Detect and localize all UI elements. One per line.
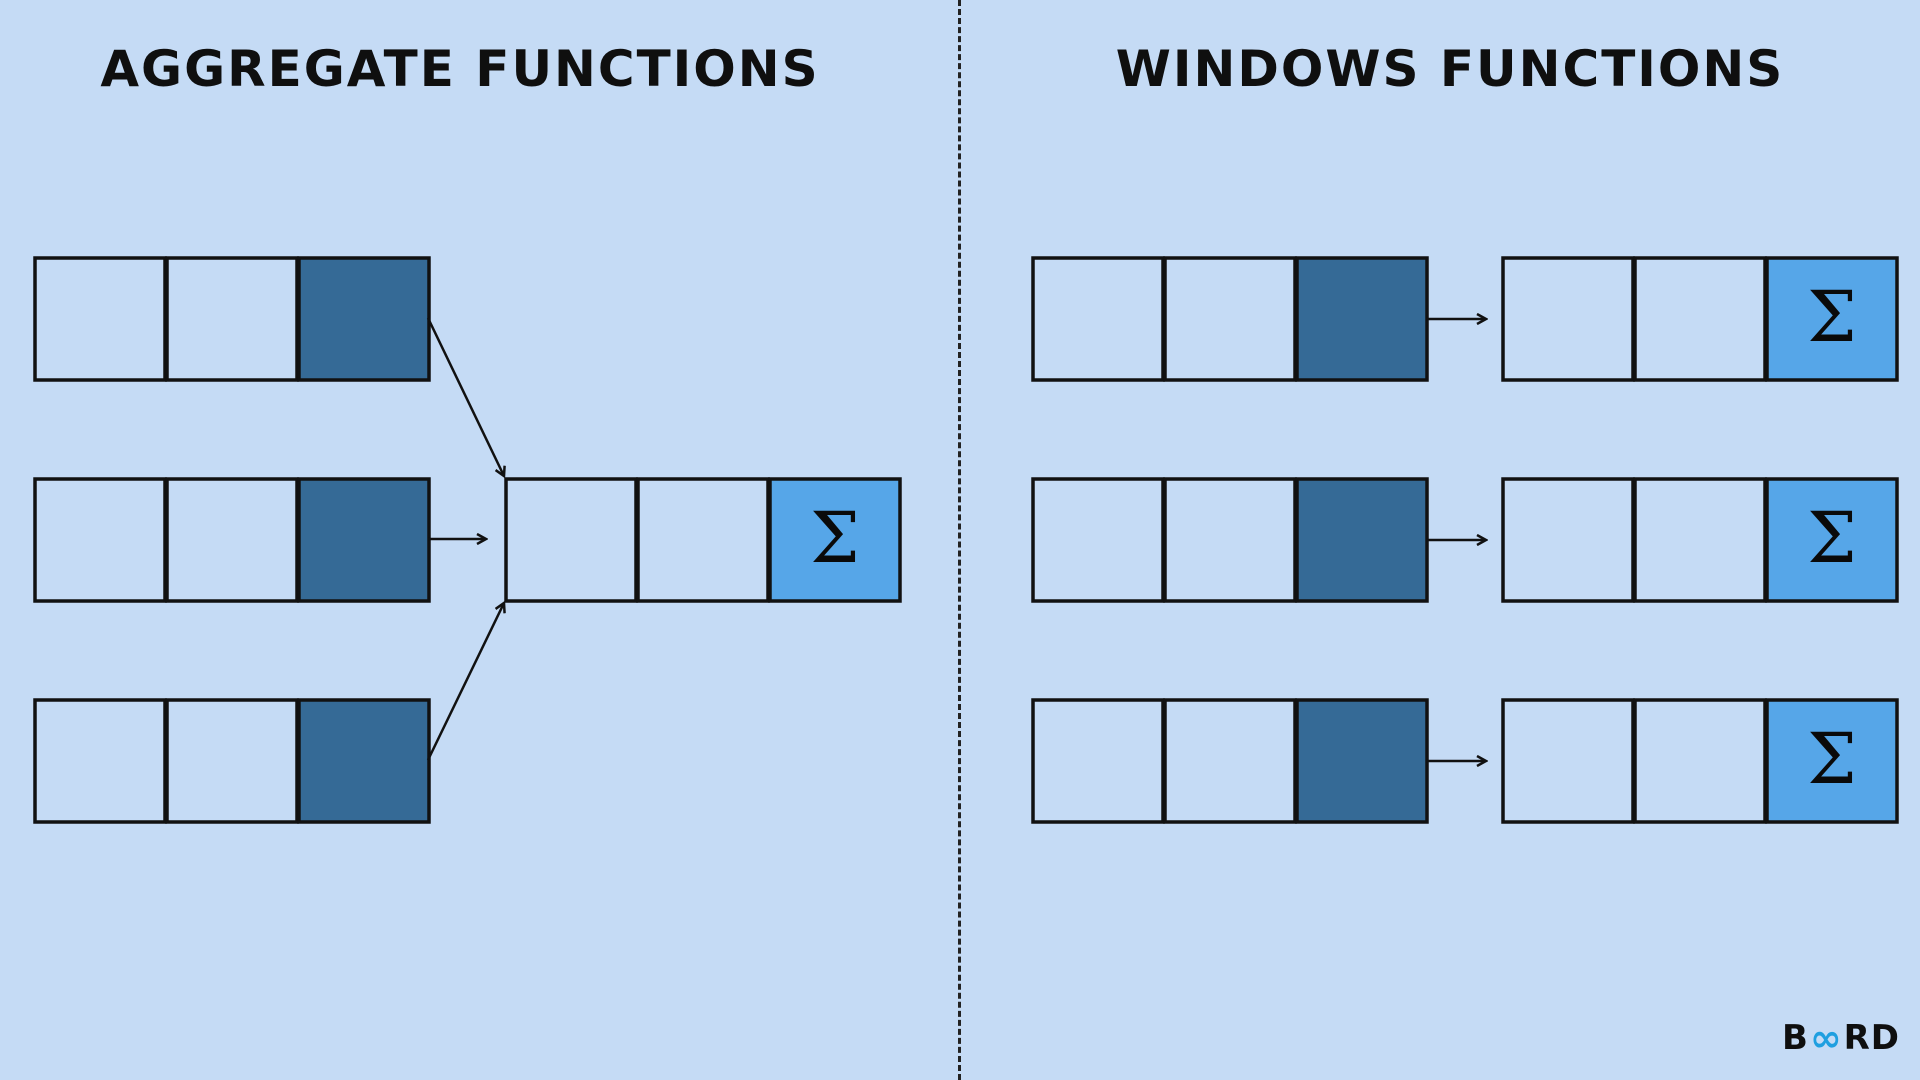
empty-cell — [33, 477, 167, 603]
window-output-row: Σ — [1501, 698, 1899, 824]
empty-cell — [1163, 698, 1297, 824]
arrow — [426, 603, 504, 761]
windows-functions-title: WINDOWS FUNCTIONS — [1115, 40, 1785, 98]
aggregate-diagram: Σ — [33, 256, 902, 824]
sigma-symbol: Σ — [1807, 718, 1857, 800]
aggregate-input-row — [33, 477, 431, 603]
empty-cell — [165, 477, 299, 603]
empty-cell — [165, 698, 299, 824]
board-logo: B∞RD — [1782, 1016, 1900, 1060]
empty-cell — [33, 256, 167, 382]
highlighted-cell — [1295, 698, 1429, 824]
empty-cell — [504, 477, 638, 603]
aggregate-functions-title: AGGREGATE FUNCTIONS — [100, 40, 820, 98]
empty-cell — [33, 698, 167, 824]
sigma-symbol: Σ — [1807, 276, 1857, 358]
empty-cell — [1501, 698, 1635, 824]
window-input-row — [1031, 477, 1429, 603]
aggregate-input-row — [33, 698, 431, 824]
empty-cell — [1031, 256, 1165, 382]
highlighted-cell — [1295, 477, 1429, 603]
empty-cell — [1633, 698, 1767, 824]
arrow — [426, 317, 504, 476]
sigma-symbol: Σ — [810, 497, 860, 579]
sigma-symbol: Σ — [1807, 497, 1857, 579]
empty-cell — [1163, 256, 1297, 382]
empty-cell — [1633, 477, 1767, 603]
empty-cell — [1031, 698, 1165, 824]
empty-cell — [1031, 477, 1165, 603]
window-output-row: Σ — [1501, 477, 1899, 603]
empty-cell — [1163, 477, 1297, 603]
highlighted-cell — [297, 698, 431, 824]
empty-cell — [1501, 477, 1635, 603]
window-input-row — [1031, 698, 1429, 824]
empty-cell — [165, 256, 299, 382]
window-output-row: Σ — [1501, 256, 1899, 382]
highlighted-cell — [297, 477, 431, 603]
empty-cell — [1501, 256, 1635, 382]
empty-cell — [636, 477, 770, 603]
window-diagram: Σ Σ Σ — [1031, 256, 1899, 824]
highlighted-cell — [1295, 256, 1429, 382]
highlighted-cell — [297, 256, 431, 382]
window-input-row — [1031, 256, 1429, 382]
result-cell — [1765, 698, 1899, 824]
dashed-divider — [958, 0, 961, 1080]
result-cell — [1765, 477, 1899, 603]
aggregate-input-row — [33, 256, 431, 382]
result-cell — [768, 477, 902, 603]
infinity-logo-mark: ∞ — [1809, 1016, 1843, 1060]
aggregate-output-row: Σ — [504, 477, 902, 603]
result-cell — [1765, 256, 1899, 382]
empty-cell — [1633, 256, 1767, 382]
